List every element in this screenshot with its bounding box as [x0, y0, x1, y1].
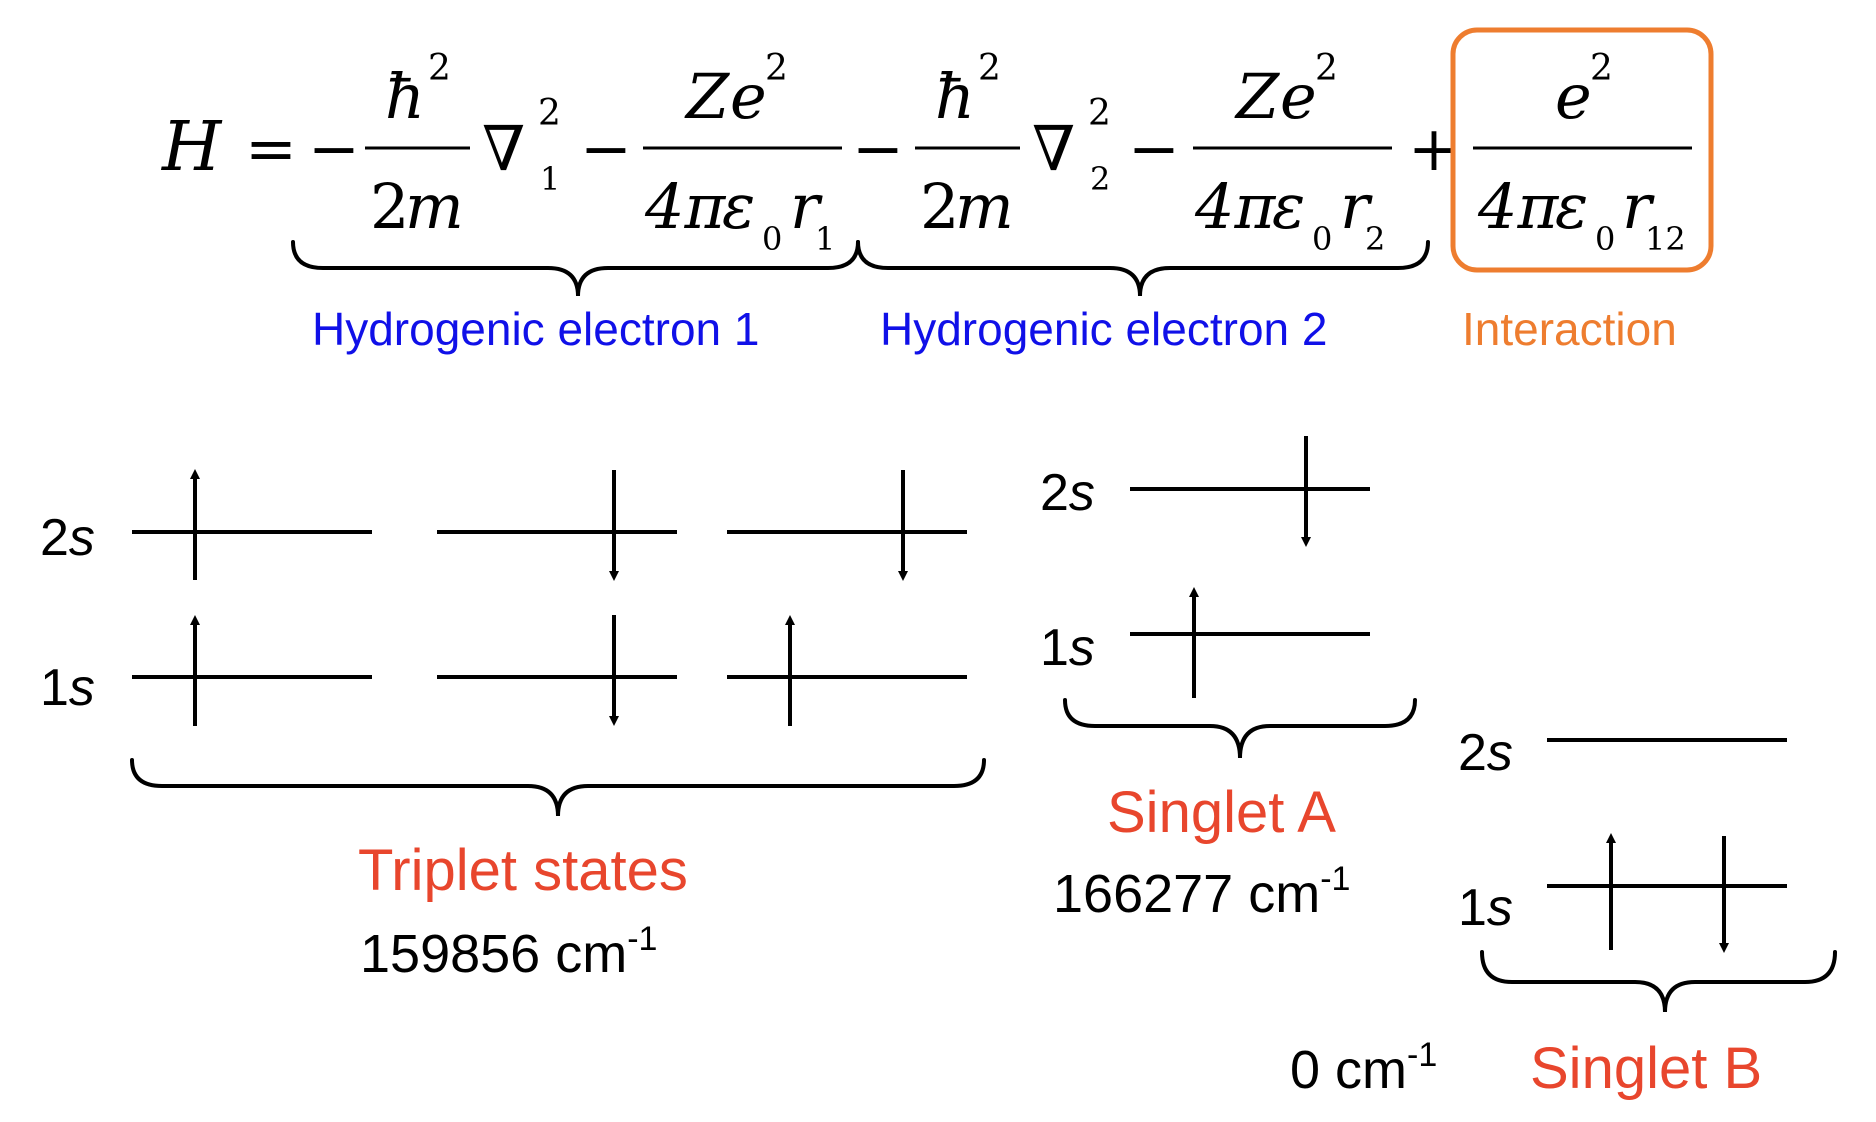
singlet-b-spins: [1606, 833, 1729, 953]
singlet-b-levels: [1547, 738, 1787, 888]
exponent: 2: [1590, 48, 1613, 89]
charge-Z: Z: [1234, 60, 1280, 133]
singlet-a-spins: [1189, 436, 1311, 698]
minus-sign: −: [580, 112, 632, 185]
minus-sign: −: [852, 112, 904, 185]
r-subscript-1: 1: [815, 220, 835, 258]
charge-e: e: [730, 60, 767, 133]
orbital-label-1s: 1s: [1040, 619, 1095, 677]
r-symbol: r: [1622, 170, 1655, 243]
orbital-label-2s: 2s: [1040, 464, 1095, 522]
brace-singlet-a: [1063, 698, 1417, 759]
label-hydrogenic-electron-2: Hydrogenic electron 2: [880, 303, 1327, 355]
epsilon-subscript: 0: [1312, 220, 1332, 258]
nabla-1: ∇: [482, 112, 525, 185]
label-hydrogenic-electron-1: Hydrogenic electron 1: [312, 303, 759, 355]
orbital-label-1s: 1s: [40, 659, 95, 717]
singlet-a-group: 2s 1s Singlet A 166277 cm-1: [1040, 436, 1417, 924]
epsilon-subscript: 0: [762, 220, 782, 258]
r-subscript-12: 12: [1645, 220, 1686, 258]
mass-symbol: m: [405, 170, 464, 243]
equals-sign: =: [245, 112, 297, 185]
nabla-subscript-1: 1: [540, 160, 560, 198]
interaction-highlight-box: [1450, 27, 1714, 273]
minus-sign: −: [1128, 112, 1180, 185]
exponent: 2: [1315, 48, 1338, 89]
epsilon-subscript: 0: [1595, 220, 1615, 258]
r-symbol: r: [790, 170, 823, 243]
nabla-2: ∇: [1032, 112, 1075, 185]
denominator-coefficient: 2: [370, 170, 409, 243]
brace-electron-1: [291, 240, 860, 297]
label-triplet-states: Triplet states: [358, 838, 688, 903]
orbital-label-1s: 1s: [1458, 879, 1513, 937]
triplet-levels: [132, 530, 967, 679]
charge-Z: Z: [684, 60, 730, 133]
hamiltonian-equation: H = − ħ 2 2 m ∇ 2 1 − Z e 2 4π ε 0 r 1 −…: [160, 27, 1714, 273]
charge-e: e: [1555, 60, 1592, 133]
four-pi: 4π: [1194, 170, 1276, 243]
singlet-b-orbital-labels: 2s 1s: [1458, 724, 1513, 937]
mass-symbol: m: [955, 170, 1014, 243]
label-interaction: Interaction: [1462, 303, 1677, 355]
triplet-states-group: 2s 1s Triplet states 159856 cm-1: [40, 469, 986, 984]
brace-triplet-states: [130, 758, 986, 817]
nabla-exponent: 2: [1088, 93, 1111, 134]
hbar-symbol: ħ: [935, 60, 975, 133]
singlet-b-group: 2s 1s Singlet B 0 cm-1: [1290, 724, 1837, 1101]
brace-singlet-b: [1480, 950, 1837, 1013]
r-symbol: r: [1340, 170, 1373, 243]
four-pi: 4π: [644, 170, 726, 243]
charge-e: e: [1280, 60, 1317, 133]
denominator-coefficient: 2: [920, 170, 959, 243]
exponent: 2: [765, 48, 788, 89]
singlet-b-energy-value: 0 cm-1: [1290, 1036, 1437, 1100]
r-subscript-2: 2: [1365, 220, 1385, 258]
nabla-subscript-2: 2: [1090, 160, 1110, 198]
orbital-label-2s: 2s: [1458, 724, 1513, 782]
hamiltonian-term-labels: Hydrogenic electron 1 Hydrogenic electro…: [312, 303, 1677, 355]
singlet-a-orbital-labels: 2s 1s: [1040, 464, 1095, 677]
hamiltonian-symbol: H: [160, 108, 223, 187]
singlet-a-levels: [1130, 487, 1370, 636]
nabla-exponent: 2: [538, 93, 561, 134]
brace-electron-2: [856, 240, 1430, 297]
triplet-orbital-labels: 2s 1s: [40, 509, 95, 717]
triplet-spins: [190, 469, 908, 726]
triplet-energy-value: 159856 cm-1: [360, 920, 657, 984]
four-pi: 4π: [1477, 170, 1559, 243]
orbital-label-2s: 2s: [40, 509, 95, 567]
exponent: 2: [428, 48, 451, 89]
hbar-symbol: ħ: [385, 60, 425, 133]
epsilon: ε: [1555, 170, 1588, 243]
epsilon: ε: [1272, 170, 1305, 243]
singlet-a-energy-value: 166277 cm-1: [1053, 860, 1350, 924]
label-singlet-b: Singlet B: [1530, 1036, 1762, 1101]
epsilon: ε: [722, 170, 755, 243]
minus-sign: −: [308, 112, 360, 185]
label-singlet-a: Singlet A: [1107, 780, 1336, 845]
equation-braces: [291, 240, 1430, 297]
exponent: 2: [978, 48, 1001, 89]
